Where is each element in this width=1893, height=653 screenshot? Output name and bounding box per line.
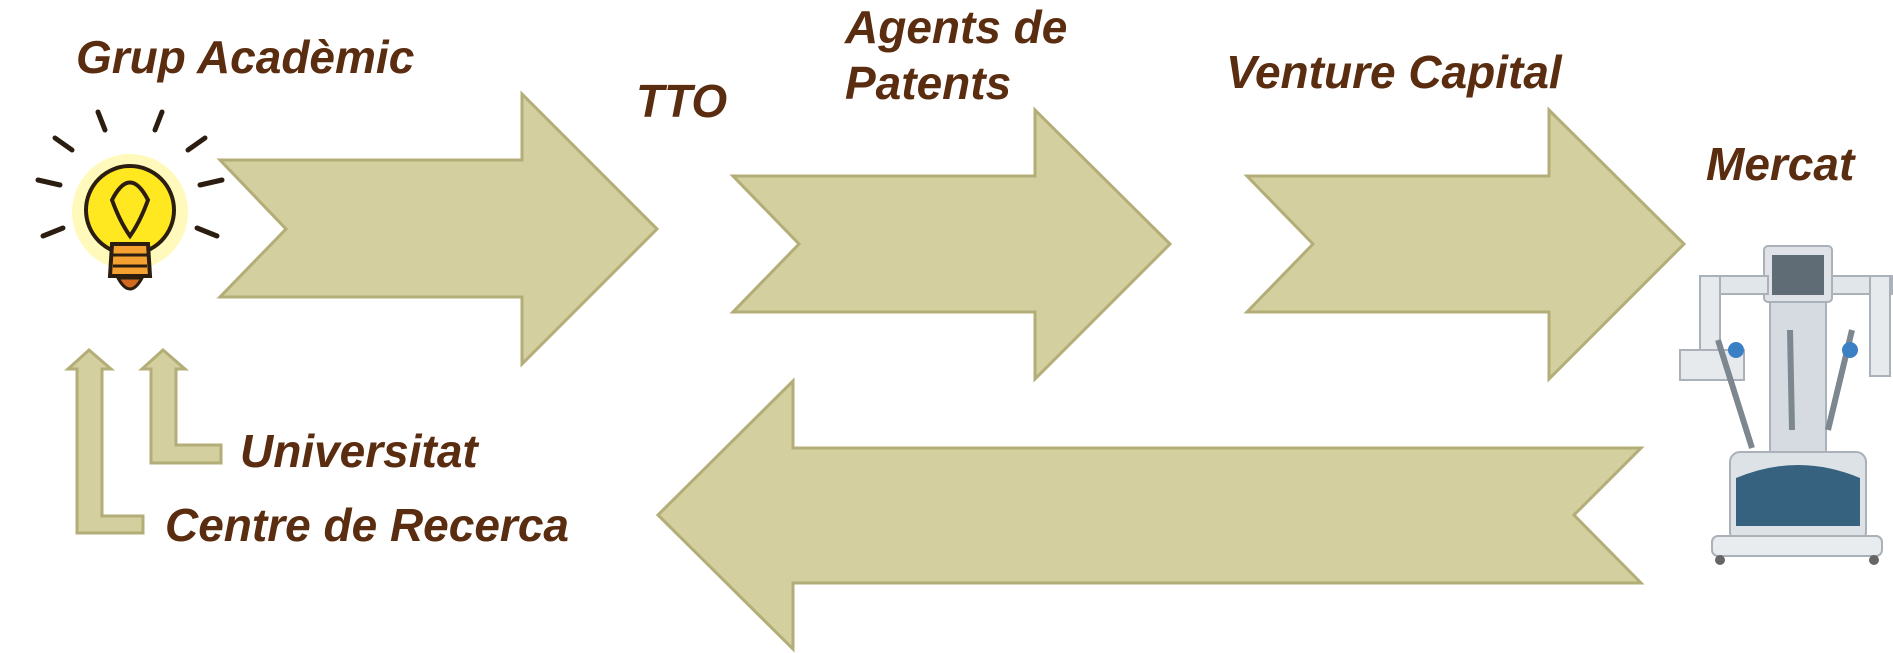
label-centre-recerca: Centre de Recerca [165,499,569,551]
light-bulb-icon [35,109,225,291]
arrow-centre-to-academic [64,347,145,535]
label-venture-capital: Venture Capital [1226,46,1562,98]
arrow-tto-to-agents [729,106,1173,383]
arrow-agents-to-venture [1243,106,1687,383]
arrow-universitat-to-academic [138,347,223,465]
arrow-market-to-academic [655,377,1645,653]
label-mercat: Mercat [1706,138,1855,190]
label-agents-line2: Patents [845,57,1012,109]
label-universitat: Universitat [240,425,478,477]
surgical-robot-icon [1679,245,1893,565]
label-tto: TTO [636,75,728,127]
arrow-academic-to-tto [216,90,660,368]
label-agents-line1: Agents de [845,1,1068,53]
label-grup-academic: Grup Acadèmic [76,31,415,83]
